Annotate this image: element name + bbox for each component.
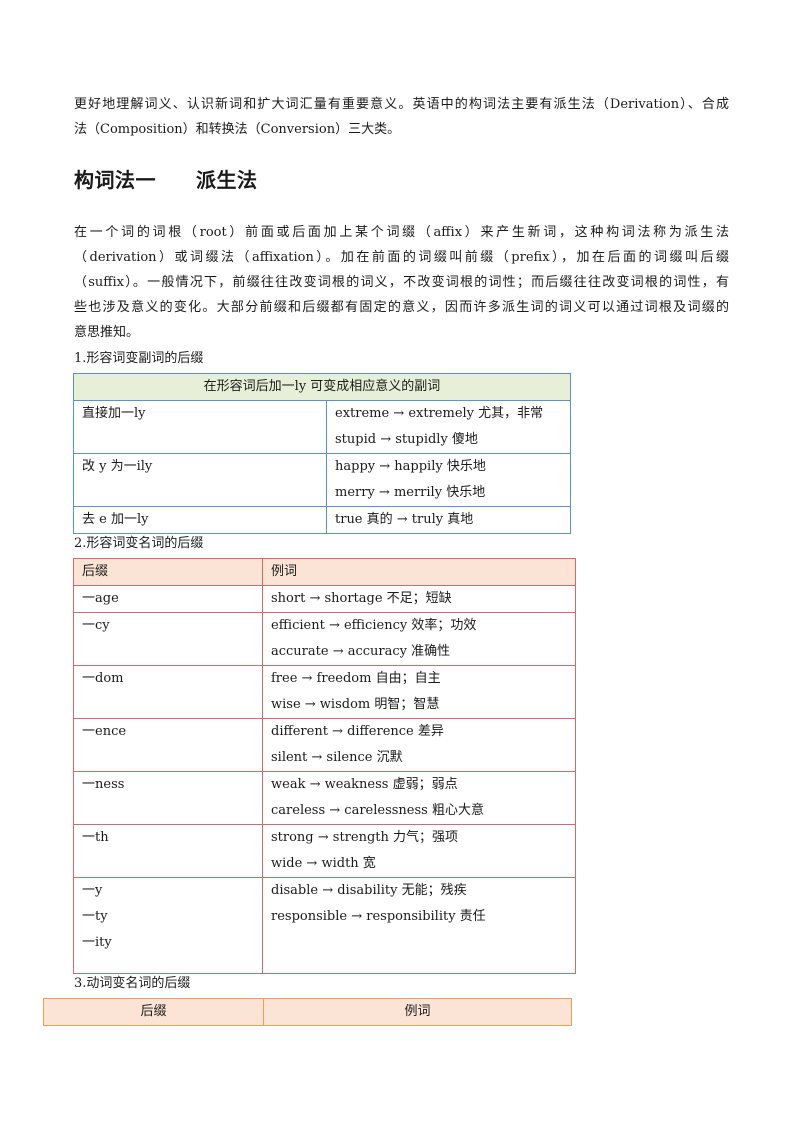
table2-header-examples: 例词 <box>262 558 576 586</box>
body-line-1: 在一个词的词根（root）前面或后面加上某个词缀（affix）来产生新词，这种构… <box>74 225 729 240</box>
table2-caption: 2.形容词变名词的后缀 <box>74 536 204 551</box>
table2-header-suffix: 后缀 <box>73 558 263 586</box>
example-cell: different → difference 差异 <box>271 724 444 739</box>
adjective-to-adverb-table: 在形容词后加一ly 可变成相应意义的副词 直接加一ly extreme → ex… <box>73 373 571 534</box>
verb-to-noun-table: 后缀 例词 <box>43 998 572 1026</box>
example-cell: disable → disability 无能；残疾 <box>271 883 467 898</box>
table-row: 一dom free → freedom 自由；自主 wise → wisdom … <box>73 665 576 719</box>
table-row: 改 y 为一ily happy → happily 快乐地 merry → me… <box>73 453 571 507</box>
table-row: 去 e 加一ly true 真的 → truly 真地 <box>73 506 571 534</box>
body-line-3: （suffix）。一般情况下，前缀往往改变词根的词义，不改变词根的词性；而后缀往… <box>74 275 729 290</box>
intro-paragraph: 更好地理解词义、认识新词和扩大词汇量有重要意义。英语中的构词法主要有派生法（De… <box>74 92 729 142</box>
rule-cell: 改 y 为一ily <box>82 459 153 474</box>
table3-caption: 3.动词变名词的后缀 <box>74 976 191 991</box>
table3-header-examples: 例词 <box>263 998 572 1026</box>
example-cell: weak → weakness 虚弱；弱点 <box>271 777 458 792</box>
table-row: 一age short → shortage 不足；短缺 <box>73 585 576 613</box>
suffix-cell: 一ness <box>82 777 125 792</box>
example-cell: responsible → responsibility 责任 <box>271 909 486 924</box>
rule-cell: 去 e 加一ly <box>82 512 149 527</box>
table-row: 一ness weak → weakness 虚弱；弱点 careless → c… <box>73 771 576 825</box>
example-cell: silent → silence 沉默 <box>271 750 403 765</box>
table-row: 一ence different → difference 差异 silent →… <box>73 718 576 772</box>
example-cell: short → shortage 不足；短缺 <box>271 591 452 606</box>
suffix-cell: 一th <box>82 830 109 845</box>
intro-line-1: 更好地理解词义、认识新词和扩大词汇量有重要意义。英语中的构词法主要有派生法（De… <box>74 97 729 112</box>
table1-caption: 1.形容词变副词的后缀 <box>74 351 204 366</box>
body-paragraph: 在一个词的词根（root）前面或后面加上某个词缀（affix）来产生新词，这种构… <box>74 220 729 345</box>
table-row: 一y 一ty 一ity disable → disability 无能；残疾 r… <box>73 877 576 974</box>
example-cell: happy → happily 快乐地 <box>335 459 486 474</box>
example-cell: merry → merrily 快乐地 <box>335 485 486 500</box>
table-row: 一th strong → strength 力气；强项 wide → width… <box>73 824 576 878</box>
example-cell: free → freedom 自由；自主 <box>271 671 441 686</box>
suffix-cell: 一ty <box>82 909 108 924</box>
suffix-cell: 一ity <box>82 935 112 950</box>
table3-header-suffix: 后缀 <box>43 998 264 1026</box>
body-line-4: 些也涉及意义的变化。大部分前缀和后缀都有固定的意义，因而许多派生词的词义可以通过… <box>74 300 729 315</box>
table-row: 直接加一ly extreme → extremely 尤其，非常 stupid … <box>73 400 571 454</box>
section-title-a: 构词法一 <box>74 168 156 192</box>
example-cell: wide → width 宽 <box>271 856 376 871</box>
suffix-cell: 一cy <box>82 618 110 633</box>
body-line-2: （derivation）或词缀法（affixation）。加在前面的词缀叫前缀（… <box>74 250 729 265</box>
example-cell: accurate → accuracy 准确性 <box>271 644 451 659</box>
suffix-cell: 一ence <box>82 724 127 739</box>
example-cell: true 真的 → truly 真地 <box>335 512 474 527</box>
suffix-cell: 一dom <box>82 671 124 686</box>
suffix-cell: 一age <box>82 591 119 606</box>
example-cell: extreme → extremely 尤其，非常 <box>335 406 544 421</box>
section-title-b: 派生法 <box>196 168 258 192</box>
table1-header: 在形容词后加一ly 可变成相应意义的副词 <box>73 373 571 401</box>
example-cell: stupid → stupidly 傻地 <box>335 432 478 447</box>
example-cell: efficient → efficiency 效率；功效 <box>271 618 477 633</box>
example-cell: strong → strength 力气；强项 <box>271 830 459 845</box>
intro-line-2: 法（Composition）和转换法（Conversion）三大类。 <box>74 122 401 137</box>
body-line-5: 意思推知。 <box>74 325 140 340</box>
table-row: 一cy efficient → efficiency 效率；功效 accurat… <box>73 612 576 666</box>
section-heading: 构词法一 派生法 <box>74 164 258 193</box>
adjective-to-noun-table: 后缀 例词 一age short → shortage 不足；短缺 一cy ef… <box>73 558 576 974</box>
example-cell: careless → carelessness 粗心大意 <box>271 803 484 818</box>
example-cell: wise → wisdom 明智；智慧 <box>271 697 440 712</box>
suffix-cell: 一y <box>82 883 103 898</box>
rule-cell: 直接加一ly <box>82 406 146 421</box>
